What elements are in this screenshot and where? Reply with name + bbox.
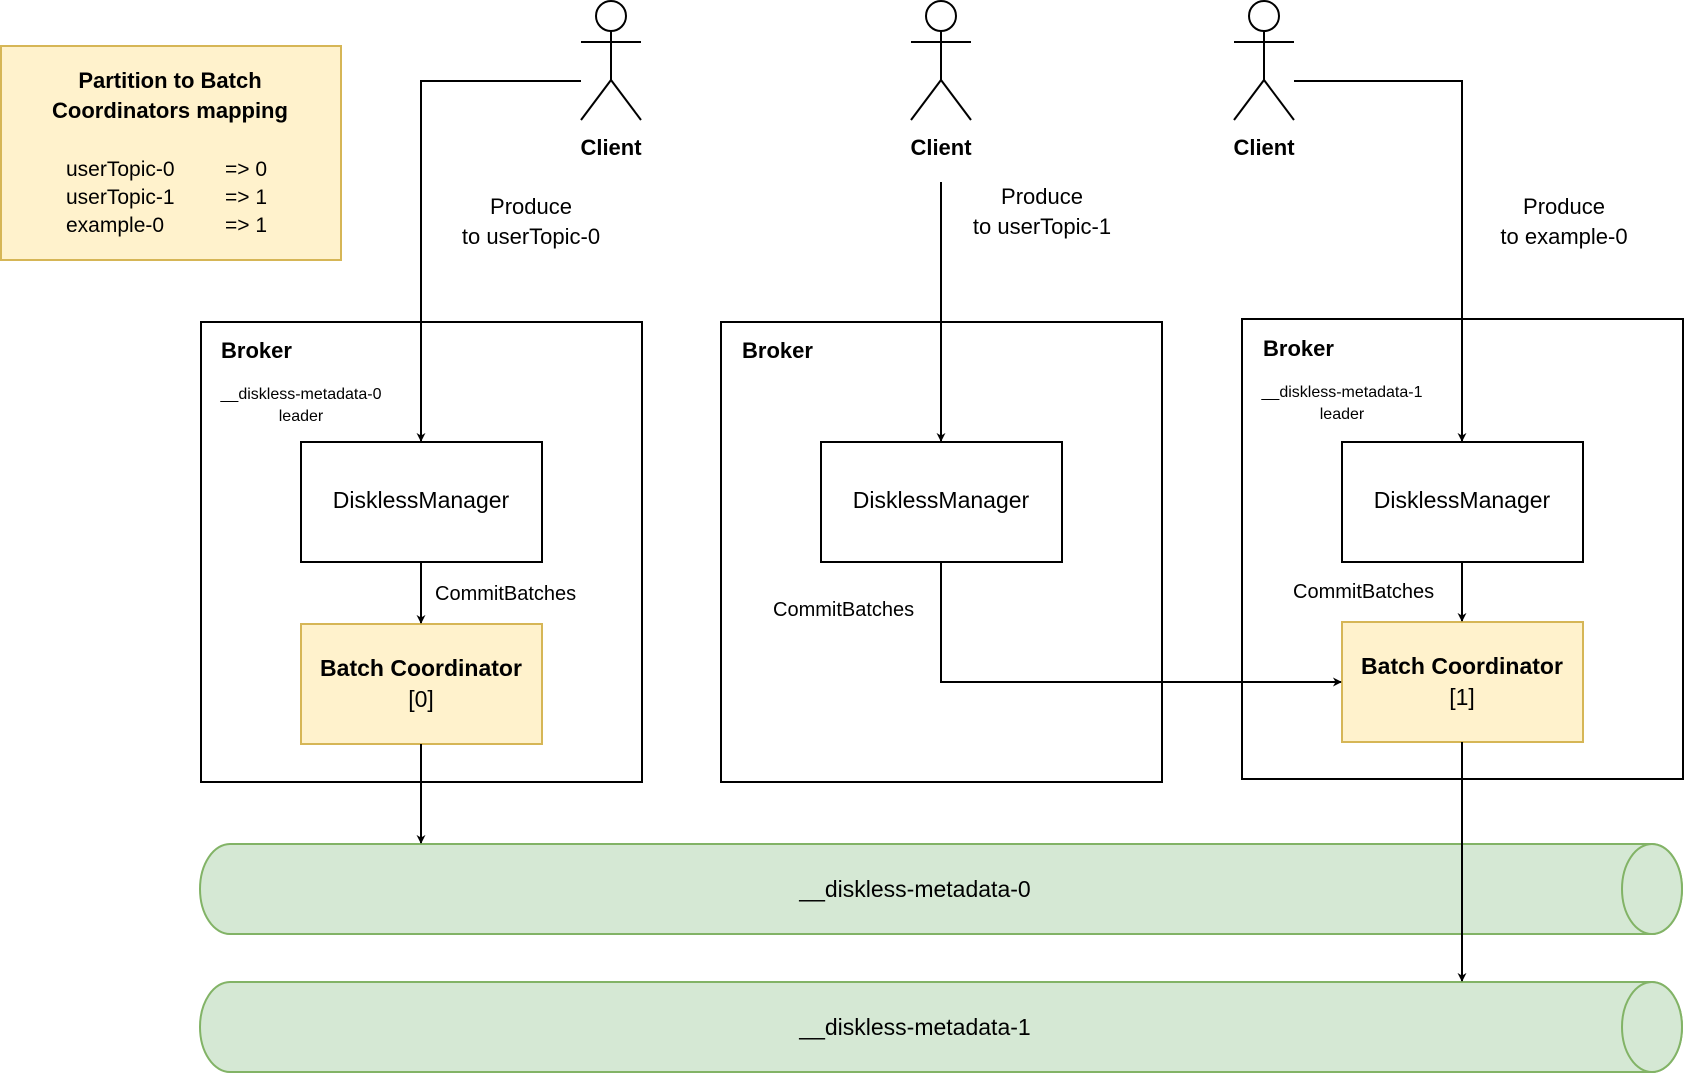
produce-label-1-line1: Produce (490, 194, 572, 219)
broker-2: Broker DisklessManager CommitBatches (720, 321, 1163, 783)
topic-label-1: __diskless-metadata-1 (798, 1014, 1030, 1040)
broker-title-2: Broker (742, 338, 813, 363)
broker-1: Broker __diskless-metadata-0 leader Disk… (200, 321, 643, 783)
commit-batches-label-3: CommitBatches (1293, 581, 1434, 603)
legend-coordinator-usertopic-0: => 0 (225, 158, 267, 181)
produce-arrow-1 (416, 80, 581, 442)
diskless-manager-box-2 (820, 441, 1063, 563)
leader-label-1: leader (279, 408, 324, 425)
commit-batches-label-1: CommitBatches (435, 583, 576, 605)
batch-coordinator-id-0: [0] (408, 686, 434, 712)
produce-label-1-line2: to userTopic-0 (462, 224, 600, 249)
client-label-1: Client (580, 135, 642, 160)
legend-coordinator-usertopic-1: => 1 (225, 186, 267, 209)
topic-cylinder-1: __diskless-metadata-1 (199, 981, 1683, 1073)
legend-partition-example-0: example-0 (66, 214, 164, 237)
diskless-manager-box-3 (1341, 441, 1584, 563)
produce-label-2-line1: Produce (1001, 184, 1083, 209)
produce-label-2-line2: to userTopic-1 (973, 214, 1111, 239)
produce-label-3-line1: Produce (1523, 194, 1605, 219)
legend-partition-usertopic-1: userTopic-1 (66, 186, 175, 209)
partition-mapping-legend: Partition to Batch Coordinators mapping … (0, 45, 342, 261)
client-actor-3: Client (1233, 0, 1295, 160)
client-label-3: Client (1233, 135, 1295, 160)
batch-coordinator-title-1: Batch Coordinator (1361, 653, 1563, 679)
batch-coordinator-title-0: Batch Coordinator (320, 655, 522, 681)
client-actor-2: Client (910, 0, 972, 160)
broker-title-3: Broker (1263, 336, 1334, 361)
leader-label-3: leader (1320, 406, 1365, 423)
person-icon (580, 0, 642, 121)
batch-coordinator-box-1 (1341, 621, 1584, 743)
topic-label-0: __diskless-metadata-0 (798, 876, 1030, 902)
leader-partition-label-1: __diskless-metadata-0 (220, 386, 382, 403)
commit-arrow-2 (940, 562, 1342, 687)
leader-partition-label-3: __diskless-metadata-1 (1261, 384, 1423, 401)
person-icon (1233, 0, 1295, 121)
diskless-manager-label-2: DisklessManager (853, 487, 1030, 513)
person-icon (910, 0, 972, 121)
diskless-manager-box-1 (300, 441, 543, 563)
commit-batches-label-2: CommitBatches (773, 599, 914, 621)
legend-title-line1: Partition to Batch (78, 68, 261, 93)
broker-title-1: Broker (221, 338, 292, 363)
topic-cylinder-0: __diskless-metadata-0 (199, 843, 1683, 935)
legend-coordinator-example-0: => 1 (225, 214, 267, 237)
connectors (416, 80, 1467, 982)
legend-title-line2: Coordinators mapping (52, 98, 288, 123)
batch-coordinator-box-0 (300, 623, 543, 745)
diskless-manager-label-3: DisklessManager (1374, 487, 1551, 513)
client-actor-1: Client (580, 0, 642, 160)
batch-coordinator-id-1: [1] (1449, 684, 1475, 710)
client-label-2: Client (910, 135, 972, 160)
produce-label-3-line2: to example-0 (1500, 224, 1627, 249)
diskless-manager-label-1: DisklessManager (333, 487, 510, 513)
produce-arrow-3 (1294, 80, 1467, 442)
broker-3: Broker __diskless-metadata-1 leader Disk… (1241, 318, 1684, 780)
legend-partition-usertopic-0: userTopic-0 (66, 158, 175, 181)
